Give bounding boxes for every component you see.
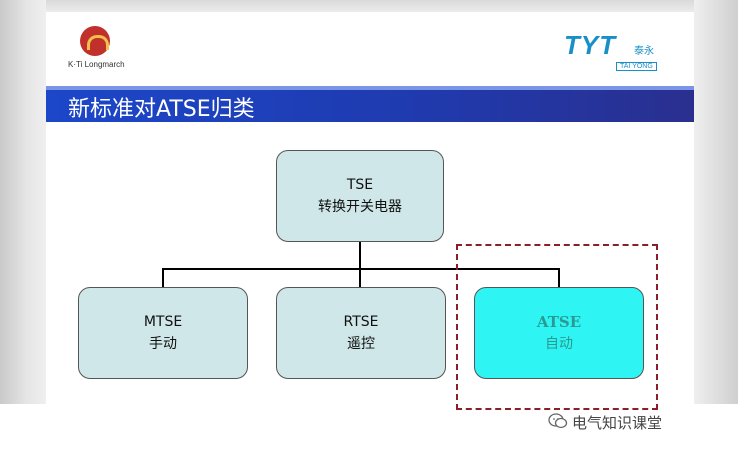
tyt-logo: TYT 泰永 TAI YONG: [564, 30, 664, 80]
atse-highlight-frame: [456, 244, 658, 410]
page-frame-left: [0, 0, 46, 454]
title-bar: 新标准对ATSE归类: [46, 86, 694, 122]
connector-mtse: [162, 268, 164, 287]
connector-root-down: [359, 240, 361, 268]
slide-title: 新标准对ATSE归类: [68, 97, 255, 122]
node-rtse-label: 遥控: [347, 336, 375, 352]
longmarch-logo: K·Ti Longmarch: [68, 26, 138, 74]
title-bar-highlight: [46, 86, 694, 90]
node-atse-code: ATSE: [536, 313, 582, 331]
node-rtse-code: RTSE: [343, 314, 379, 330]
tyt-logo-cn: 泰永: [634, 46, 654, 57]
node-rtse: RTSE 遥控: [276, 287, 446, 379]
page-frame-right: [694, 0, 738, 454]
tyt-logo-en: TAI YONG: [616, 62, 657, 71]
slide: K·Ti Longmarch TYT 泰永 TAI YONG 新标准对ATSE归…: [46, 12, 694, 410]
node-tse: TSE 转换开关电器: [276, 150, 444, 242]
node-mtse: MTSE 手动: [78, 287, 248, 379]
node-mtse-code: MTSE: [143, 314, 183, 330]
page-frame-bottom: [0, 404, 738, 454]
connector-atse: [558, 268, 560, 287]
node-mtse-label: 手动: [149, 336, 177, 352]
watermark-text: 电气知识课堂: [572, 414, 663, 432]
tyt-logo-mark: TYT: [564, 30, 617, 60]
node-tse-code: TSE: [346, 177, 374, 193]
longmarch-mark-icon: [80, 26, 110, 56]
connector-rtse: [359, 268, 361, 287]
node-atse-label: 自动: [545, 336, 573, 352]
node-atse: ATSE 自动: [474, 287, 644, 379]
connector-horizontal: [162, 268, 560, 270]
wechat-icon: [548, 413, 568, 429]
page-frame-top: [0, 0, 738, 12]
longmarch-brand-text: K·Ti Longmarch: [68, 60, 125, 69]
node-tse-label: 转换开关电器: [318, 199, 402, 215]
